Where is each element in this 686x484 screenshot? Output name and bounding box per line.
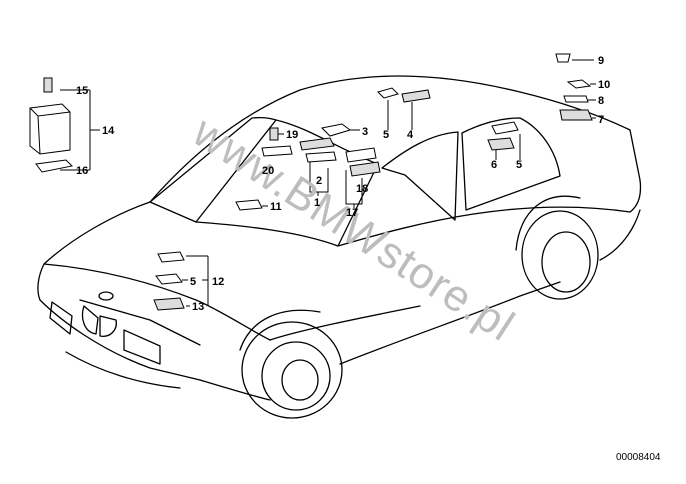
callout-11: 11 — [270, 201, 282, 213]
callout-6: 6 — [491, 159, 497, 171]
callout-13: 13 — [192, 301, 204, 313]
callout-2: 2 — [316, 175, 322, 187]
callout-16: 16 — [76, 165, 88, 177]
callout-10: 10 — [598, 79, 610, 91]
lamp-cluster-centre — [299, 137, 381, 208]
watermark: www.BMWstore.pl — [184, 107, 523, 351]
reference-code: 00008404 — [616, 452, 661, 463]
callout-7: 7 — [598, 114, 604, 126]
callouts: 1 2 3 4 5 5 5 6 7 8 9 10 11 12 13 14 15 … — [76, 55, 610, 313]
lamp-19-20 — [261, 127, 293, 157]
callout-5a: 5 — [383, 129, 389, 141]
callout-3: 3 — [362, 126, 368, 138]
callout-14: 14 — [102, 125, 115, 137]
callout-19: 19 — [286, 129, 298, 141]
callout-15: 15 — [76, 85, 88, 97]
callout-5c: 5 — [190, 276, 196, 288]
callout-4: 4 — [407, 129, 414, 141]
interior-lamp-group-top — [377, 87, 431, 130]
callout-5b: 5 — [516, 159, 522, 171]
car-outline — [37, 75, 642, 419]
callout-17: 17 — [346, 207, 358, 219]
rear-lamp-group — [555, 53, 596, 121]
callout-1: 1 — [314, 197, 320, 209]
lamp-11 — [235, 199, 268, 211]
callout-8: 8 — [598, 95, 604, 107]
control-module-group — [29, 77, 100, 173]
lamp-3 — [320, 123, 360, 137]
lamp-rear-side — [487, 121, 521, 160]
callout-18: 18 — [356, 183, 368, 195]
callout-9: 9 — [598, 55, 604, 67]
callout-20: 20 — [262, 165, 274, 177]
lamp-front-group — [153, 251, 209, 311]
callout-12: 12 — [212, 276, 224, 288]
